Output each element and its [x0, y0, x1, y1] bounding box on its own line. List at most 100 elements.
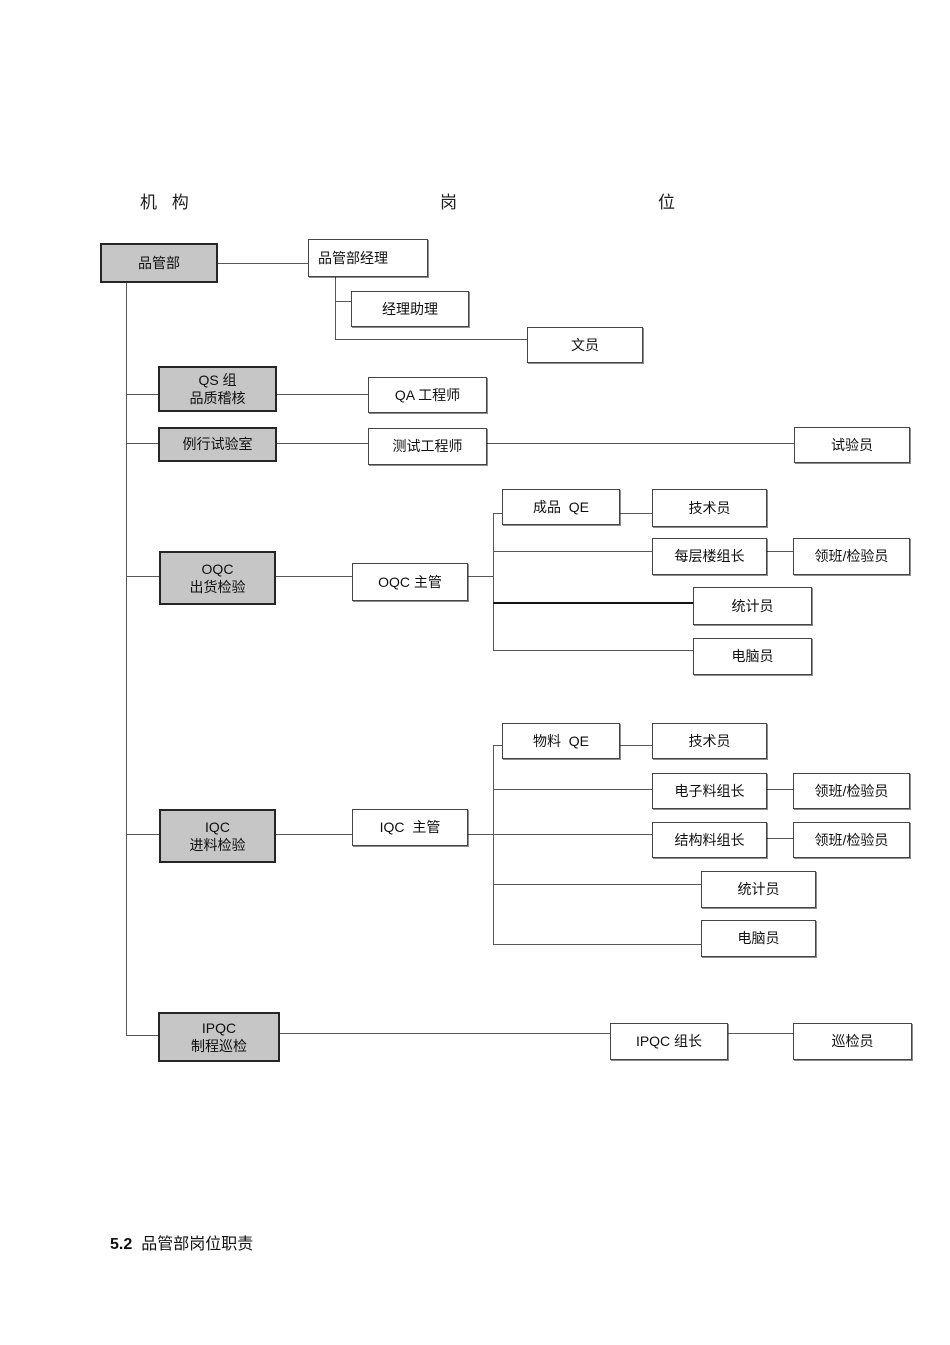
edge-iqczhuguan-jiegouliao	[468, 834, 652, 835]
edge-trunk3-dianziliao	[493, 789, 652, 790]
edge-trunk2-tongjiyuan	[493, 602, 693, 604]
org-node-jishuyuan-oqc: 技术员	[652, 489, 767, 527]
org-node-label: 例行试验室	[182, 436, 253, 453]
org-node-wenyuan: 文员	[527, 327, 643, 363]
org-node-meicenglou-zuzhang: 每层楼组长	[652, 538, 767, 575]
org-node-xunjianyuan: 巡检员	[793, 1023, 912, 1060]
edge-chengpinqe-jishuyuan	[620, 513, 652, 514]
org-node-label: 电脑员	[731, 648, 774, 665]
edge-dianziliao-lingban	[767, 789, 793, 790]
org-node-diannaoyuan-oqc: 电脑员	[693, 638, 812, 675]
org-node-label: 文员	[571, 336, 599, 353]
edge-iqc-trunk3	[493, 745, 494, 944]
org-node-label: 出货检验	[189, 579, 246, 595]
org-node-label: 统计员	[737, 881, 780, 898]
org-node-tongjiyuan-oqc: 统计员	[693, 587, 812, 625]
edge-zuzhang-xunjianyuan	[728, 1033, 793, 1034]
edge-oqczhuguan-trunk2	[468, 576, 493, 577]
org-node-label: 物料 QE	[532, 732, 589, 749]
org-node-tongjiyuan-iqc: 统计员	[701, 871, 816, 908]
edge-trunk2-meicenglou	[493, 551, 652, 552]
org-node-label: 领班/检验员	[814, 782, 889, 799]
edge-jingli-zhuli	[335, 301, 351, 302]
edge-main-trunk	[126, 283, 127, 1035]
section-heading: 5.2 品管部岗位职责	[110, 1230, 253, 1254]
edge-trunk2-chengpinqe	[493, 513, 502, 514]
edge-jingli-wenyuan	[335, 339, 527, 340]
org-node-label: OQC	[201, 560, 234, 577]
edge-ipqc-zuzhang	[280, 1033, 610, 1034]
section-title: 品管部岗位职责	[141, 1236, 254, 1253]
org-node-label: 技术员	[688, 732, 731, 749]
edge-iqc-zhuguan	[276, 834, 352, 835]
edge-oqc-zhuguan	[276, 576, 352, 577]
org-node-label: 进料检验	[189, 837, 246, 853]
org-node-label: IPQC	[201, 1019, 237, 1036]
column-header-organization: 机 构	[140, 193, 194, 212]
org-node-pinguanbu: 品管部	[100, 243, 218, 283]
org-node-jingli-zhuli: 经理助理	[351, 291, 469, 327]
edge-trunk-ipqc	[126, 1035, 158, 1036]
org-node-label: 每层楼组长	[674, 548, 745, 565]
org-node-iqc-zhuguan: IQC 主管	[352, 809, 468, 846]
org-node-label: 品质稽核	[189, 390, 246, 406]
edge-trunk3-diannaoyuan	[493, 944, 701, 945]
org-node-label: 领班/检验员	[814, 548, 889, 565]
edge-pinguanbu-jingli	[218, 263, 308, 264]
edge-testengineer-shiyanyuan	[487, 443, 794, 444]
org-node-oqc-zhuguan: OQC 主管	[352, 563, 468, 601]
edge-trunk3-tongjiyuan	[493, 884, 701, 885]
edge-wuliaoqe-jishuyuan	[620, 745, 652, 746]
edge-oqc-trunk2	[493, 513, 494, 650]
org-node-qs-group: QS 组品质稽核	[158, 366, 277, 412]
org-node-pinguanbu-jingli: 品管部经理	[308, 239, 428, 277]
org-node-lingban-oqc: 领班/检验员	[793, 538, 910, 575]
org-node-diannaoyuan-iqc: 电脑员	[701, 920, 816, 957]
org-node-test-engineer: 测试工程师	[368, 428, 487, 465]
org-node-wuliao-qe: 物料 QE	[502, 723, 620, 759]
org-node-label: 技术员	[688, 499, 731, 516]
edge-lixing-testengineer	[277, 443, 368, 444]
org-node-ipqc-zuzhang: IPQC 组长	[610, 1023, 728, 1060]
org-node-label: 品管部	[138, 254, 180, 271]
edge-qs-qaengineer	[277, 394, 368, 395]
org-node-jiegouliao-zuzhang: 结构料组长	[652, 822, 767, 858]
edge-trunk2-diannaoyuan	[493, 650, 693, 651]
org-node-label: 经理助理	[382, 300, 438, 317]
section-number: 5.2	[110, 1236, 133, 1253]
org-node-qa-engineer: QA 工程师	[368, 377, 487, 413]
org-node-shiyanyuan: 试验员	[794, 427, 910, 463]
edge-trunk3-wuliaoqe	[493, 745, 502, 746]
org-node-label: 巡检员	[831, 1033, 874, 1050]
org-node-label: IQC	[205, 818, 230, 835]
edge-meicenglou-lingban	[767, 551, 793, 552]
org-node-label: 试验员	[831, 436, 873, 453]
org-node-label: 电脑员	[737, 930, 780, 947]
edge-trunk-iqc	[126, 834, 159, 835]
edge-trunk-oqc	[126, 576, 159, 577]
org-node-label: QS 组	[198, 371, 237, 388]
org-node-label: 结构料组长	[674, 831, 745, 848]
org-node-label: 电子料组长	[674, 782, 745, 799]
org-node-lixing-lab: 例行试验室	[158, 427, 277, 462]
org-node-label: 成品 QE	[532, 498, 589, 515]
edge-jiegouliao-lingban	[767, 838, 793, 839]
org-node-lingban-iqc-s: 领班/检验员	[793, 822, 910, 858]
org-node-chengpin-qe: 成品 QE	[502, 489, 620, 525]
org-node-label: QA 工程师	[394, 386, 461, 403]
org-node-oqc: OQC 出货检验	[159, 551, 276, 605]
column-header-position-right: 位	[658, 193, 680, 212]
org-node-lingban-iqc-e: 领班/检验员	[793, 773, 910, 809]
org-node-label: 统计员	[731, 597, 774, 614]
column-header-position-left: 岗	[440, 193, 462, 212]
edge-jingli-drop	[335, 277, 336, 339]
org-node-dianziliao-zuzhang: 电子料组长	[652, 773, 767, 809]
edge-trunk-qs	[126, 394, 158, 395]
org-node-jishuyuan-iqc: 技术员	[652, 723, 767, 759]
org-node-iqc: IQC 进料检验	[159, 809, 276, 863]
org-node-label: 测试工程师	[392, 438, 463, 455]
edge-trunk-lixing	[126, 443, 158, 444]
org-node-label: IPQC 组长	[635, 1033, 703, 1050]
